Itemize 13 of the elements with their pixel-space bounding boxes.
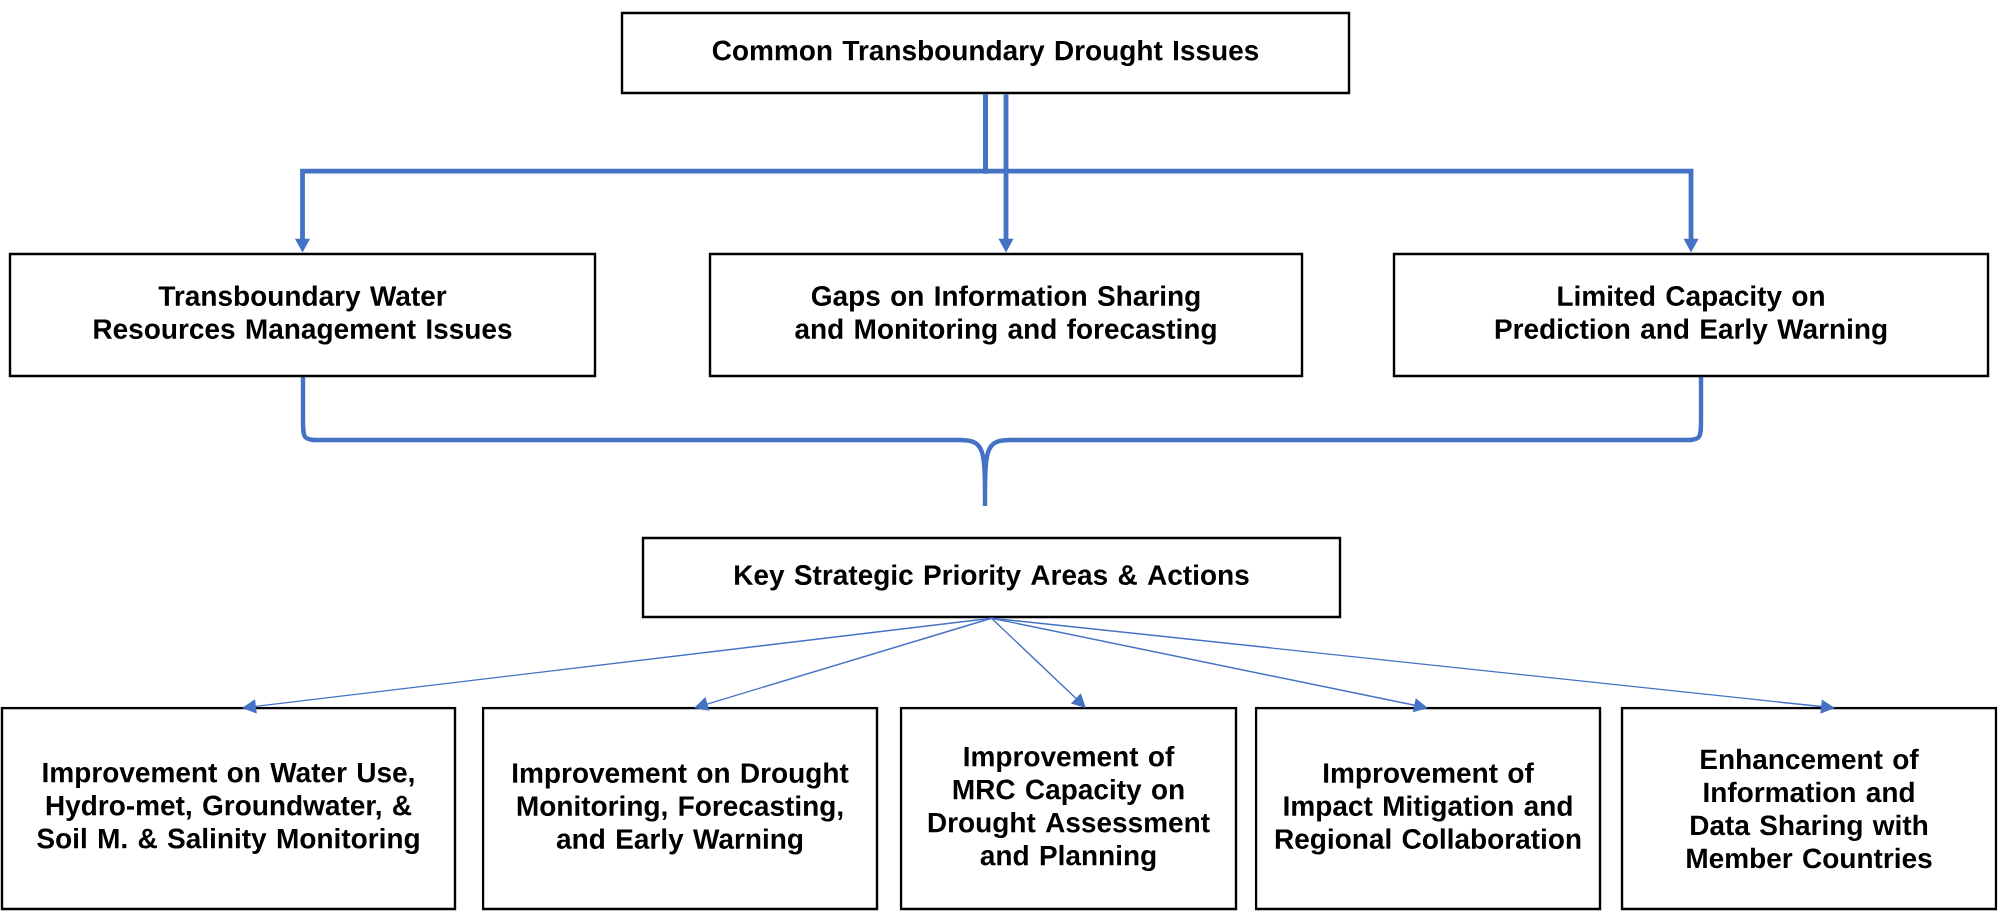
text-box: Transboundary Water Resources Management Issues (8, 252, 597, 378)
text-box: Improvement of Impact Mitigation and Regional Collaboration (1254, 706, 1602, 911)
arrow (694, 617, 993, 711)
arrow (990, 617, 1086, 708)
text-box: Enhancement of Information and Data Sharing with Member Countries (1620, 706, 1998, 911)
text-box: Limited Capacity on Prediction and Early Warning (1392, 252, 1990, 378)
text-box: Common Transboundary Drought Issues (620, 11, 1351, 95)
text-box: Gaps on Information Sharing and Monitoring and forecasting (708, 252, 1304, 378)
text-box: Improvement on Drought Monitoring, Forecasting, and Early Warning (481, 706, 879, 911)
text-box: Improvement of MRC Capacity on Drought Assessment and Planning (899, 706, 1238, 911)
text-box: Key Strategic Priority Areas & Actions (641, 536, 1342, 619)
arrow (990, 617, 1835, 714)
text-box: Improvement on Water Use, Hydro-met, Groundwater, & Soil M. & Salinity Monitoring (0, 706, 457, 911)
